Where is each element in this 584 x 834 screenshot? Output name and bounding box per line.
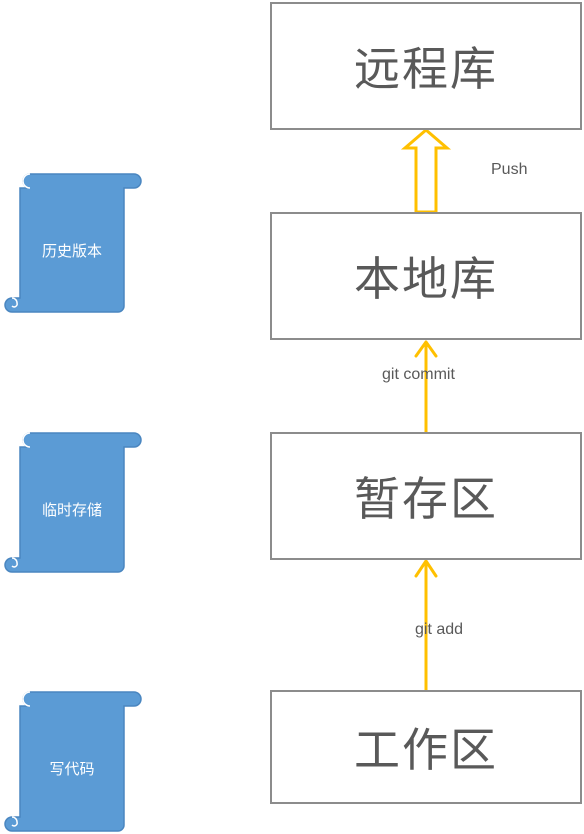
commit-label: git commit xyxy=(382,366,455,383)
workspace-label: 工作区 xyxy=(354,723,498,777)
commit-arrow xyxy=(414,340,438,434)
scroll-shape-temp-storage xyxy=(4,432,142,573)
add-arrow xyxy=(414,559,438,692)
local-repo-label: 本地库 xyxy=(354,252,498,306)
add-label: git add xyxy=(415,621,464,638)
write-code-annotation: 写代码 xyxy=(49,760,95,778)
staging-area-label: 暂存区 xyxy=(354,472,498,526)
scroll-shape-history xyxy=(4,173,142,313)
push-label: Push xyxy=(491,161,528,178)
scroll-shape-write-code xyxy=(4,691,142,832)
temp-storage-annotation: 临时存储 xyxy=(41,501,102,519)
push-arrow xyxy=(400,128,452,214)
workspace-box: 工作区 xyxy=(270,690,582,804)
remote-repo-label: 远程库 xyxy=(354,42,498,96)
remote-repo-box: 远程库 xyxy=(270,2,582,130)
history-annotation: 历史版本 xyxy=(41,241,102,260)
local-repo-box: 本地库 xyxy=(270,212,582,340)
staging-area-box: 暂存区 xyxy=(270,432,582,560)
